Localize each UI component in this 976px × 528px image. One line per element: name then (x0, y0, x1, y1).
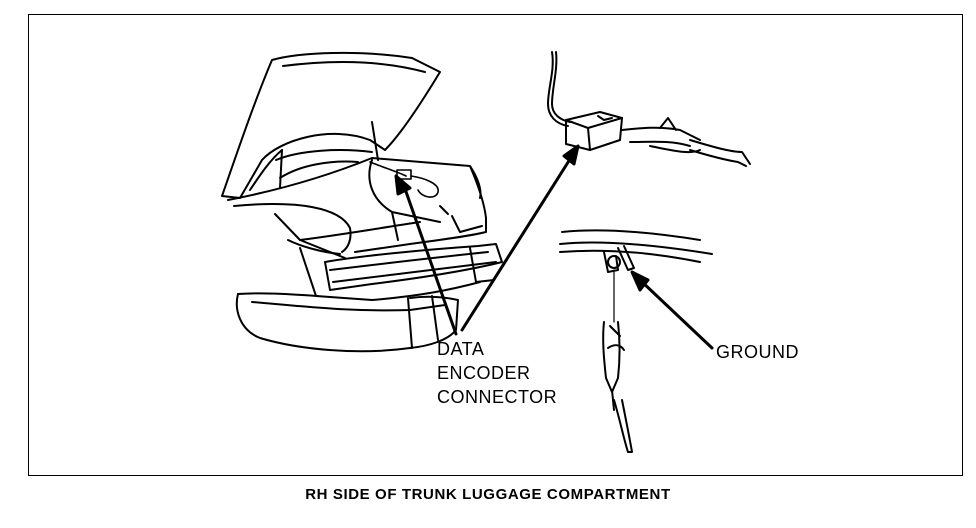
data-encoder-label-line1: DATA (437, 339, 485, 359)
ground-label: GROUND (716, 342, 799, 362)
connector-closeup-illustration (547, 51, 751, 167)
car-rear-illustration (221, 51, 503, 353)
figure-caption: RH SIDE OF TRUNK LUGGAGE COMPARTMENT (305, 486, 671, 503)
data-encoder-label-line3: CONNECTOR (437, 387, 558, 407)
data-encoder-arrows (394, 144, 580, 336)
ground-arrow (630, 270, 714, 350)
data-encoder-label-line2: ENCODER (437, 363, 531, 383)
diagram-frame (28, 14, 963, 476)
ground-closeup-illustration (559, 229, 713, 453)
